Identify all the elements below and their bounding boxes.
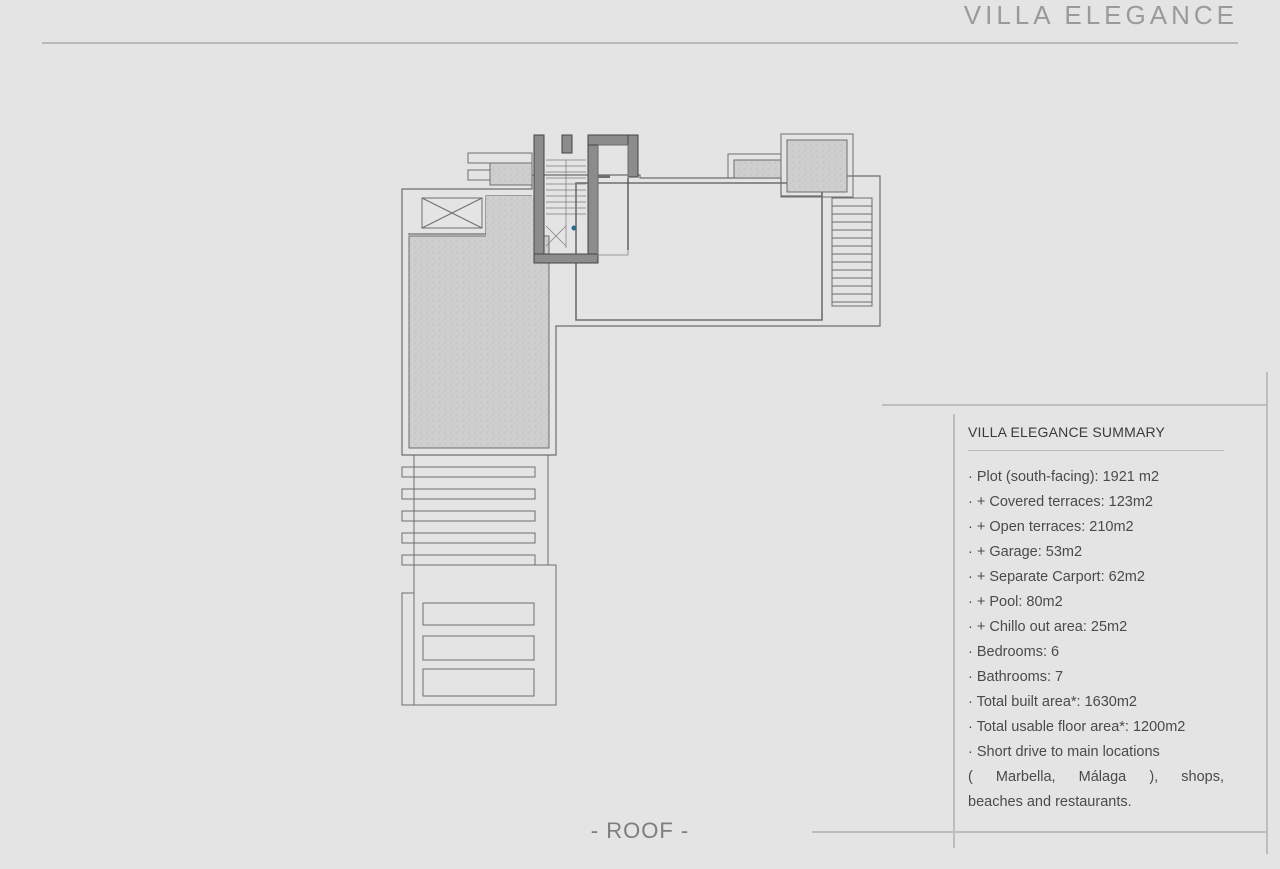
summary-list: · Plot (south-facing): 1921 m2 · + Cover…	[968, 465, 1224, 815]
roof-hatched-area	[408, 235, 550, 449]
ledge-top-left	[467, 152, 533, 164]
carport	[401, 564, 557, 706]
summary-frame-left	[953, 414, 955, 848]
summary-frame-right	[1266, 372, 1268, 854]
summary-divider	[968, 450, 1224, 451]
floor-label: - ROOF -	[590, 818, 690, 843]
marker-icon	[571, 225, 577, 231]
brand-title: VILLA ELEGANCE	[963, 0, 1238, 30]
summary-item-bathrooms: · Bathrooms: 7	[968, 669, 1064, 685]
summary-item-location-1: · Short drive to main locations	[968, 744, 1160, 760]
top-right-box	[727, 133, 854, 198]
roof-terrace-room	[575, 182, 823, 321]
summary-frame-top	[882, 404, 1268, 406]
summary-title: VILLA ELEGANCE SUMMARY	[968, 424, 1166, 440]
summary-item-pool: · + Pool: 80m2	[968, 594, 1063, 610]
summary-item-covered-terraces: · + Covered terraces: 123m2	[968, 494, 1153, 510]
summary-item-chill-out: · + Chillo out area: 25m2	[968, 619, 1128, 635]
stair-core	[533, 134, 639, 264]
pergola-louvres	[401, 455, 549, 566]
summary-item-carport: · + Separate Carport: 62m2	[968, 569, 1145, 585]
roof-hatched-strip	[486, 196, 534, 238]
summary-item-bedrooms: · Bedrooms: 6	[968, 644, 1060, 660]
header-divider	[42, 42, 1238, 44]
skylight-x	[421, 197, 483, 229]
summary-item-plot: · Plot (south-facing): 1921 m2	[968, 469, 1160, 485]
summary-item-usable-area: · Total usable floor area*: 1200m2	[968, 719, 1186, 735]
summary-item-location-2: ( Marbella, Málaga ), shops,	[968, 769, 1224, 785]
summary-item-garage: · + Garage: 53m2	[968, 544, 1083, 560]
summary-panel: VILLA ELEGANCE SUMMARY · Plot (south-fac…	[968, 424, 1224, 815]
right-stair	[831, 197, 873, 307]
summary-frame-bottom	[812, 831, 1268, 833]
summary-item-built-area: · Total built area*: 1630m2	[968, 694, 1138, 710]
summary-item-location-3: beaches and restaurants.	[968, 794, 1132, 810]
summary-item-open-terraces: · + Open terraces: 210m2	[968, 519, 1134, 535]
